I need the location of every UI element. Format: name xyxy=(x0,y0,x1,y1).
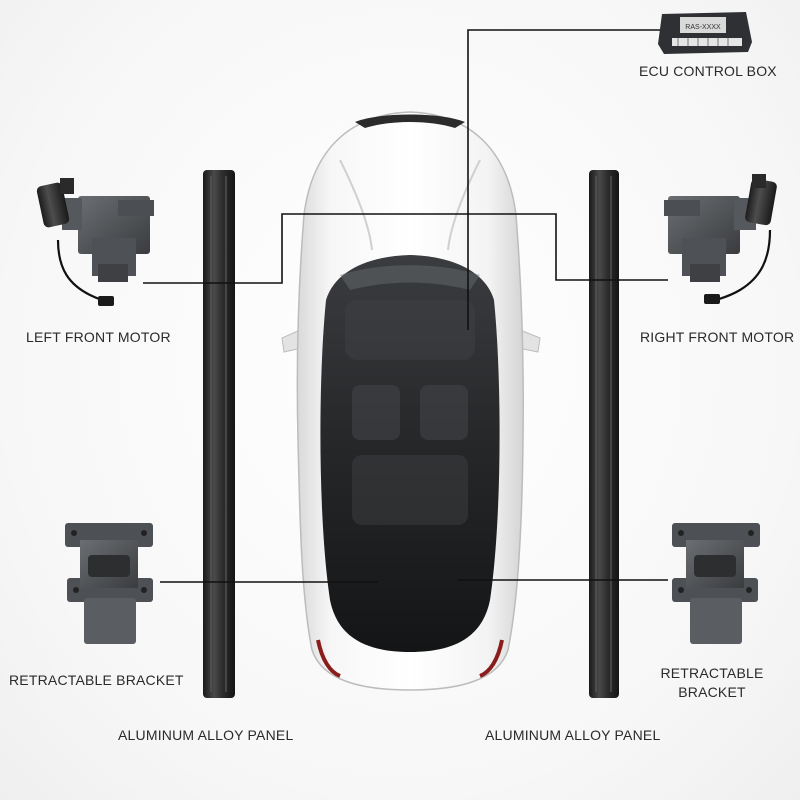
car-top-view xyxy=(281,111,541,691)
left-aluminum-panel-label: ALUMINUM ALLOY PANEL xyxy=(118,727,294,743)
right-aluminum-panel-label: ALUMINUM ALLOY PANEL xyxy=(485,727,661,743)
left-bracket-image xyxy=(65,523,153,644)
left-front-motor-label: LEFT FRONT MOTOR xyxy=(26,329,171,345)
ecu-sticker-text: RAS-XXXX xyxy=(685,24,721,31)
right-bracket-image xyxy=(672,523,760,644)
left-aluminum-panel xyxy=(203,170,235,698)
right-retractable-bracket-label-line2: BRACKET xyxy=(678,684,746,700)
ecu-control-box-image: RAS-XXXX xyxy=(658,12,752,54)
right-front-motor-image xyxy=(664,174,777,304)
left-retractable-bracket-label: RETRACTABLE BRACKET xyxy=(9,672,184,688)
left-front-motor-image xyxy=(36,178,154,306)
right-motor-leader-line xyxy=(408,213,668,281)
right-retractable-bracket-label-line1: RETRACTABLE xyxy=(660,665,764,681)
ecu-control-box-label: ECU CONTROL BOX xyxy=(639,63,777,79)
left-motor-leader-line xyxy=(143,213,408,284)
right-front-motor-label: RIGHT FRONT MOTOR xyxy=(640,329,795,345)
right-aluminum-panel xyxy=(589,170,619,698)
ecu-leader-line xyxy=(467,29,660,330)
